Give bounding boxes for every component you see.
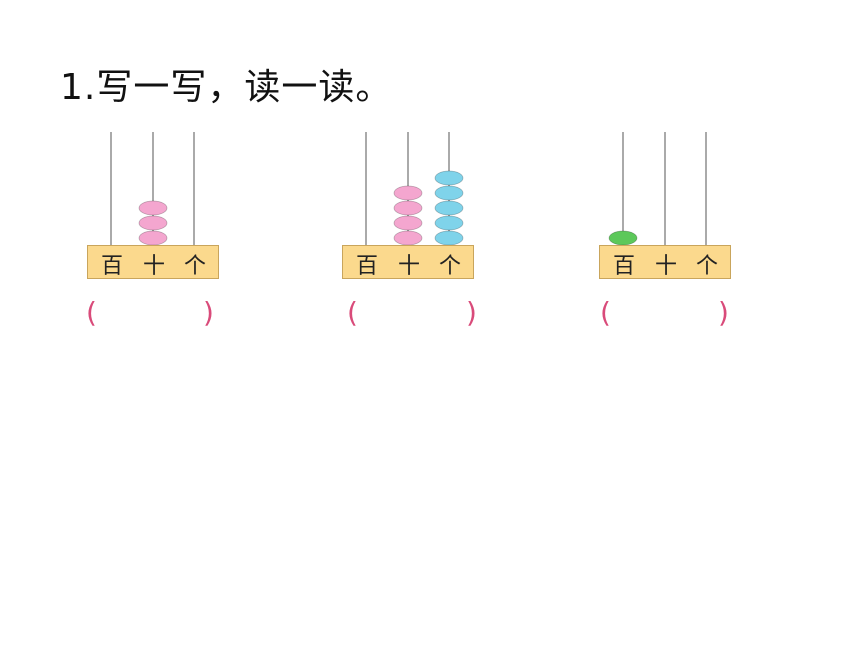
abacus-rods (608, 132, 707, 246)
exercise-title: 1.写一写，读一读。 (60, 67, 393, 108)
bead-hundreds (608, 230, 638, 246)
place-label-hundreds: 百 (355, 254, 378, 279)
abacus-3: 百十个 (599, 128, 739, 288)
bead-tens (393, 185, 423, 201)
place-label-ones: 个 (695, 254, 718, 279)
place-label-tens: 十 (654, 254, 677, 279)
place-value-base: 百十个 (87, 245, 219, 279)
abacus-rods (365, 132, 464, 246)
bead-tens (393, 230, 423, 246)
place-value-base: 百十个 (342, 245, 474, 279)
answer-blank-1-open: ( (86, 296, 97, 329)
answer-blank-3-close: ) (718, 296, 729, 329)
answer-blank-3-open: ( (600, 296, 611, 329)
bead-tens (138, 215, 168, 231)
place-label-hundreds: 百 (612, 254, 635, 279)
place-label-ones: 个 (183, 254, 206, 279)
place-label-hundreds: 百 (100, 254, 123, 279)
bead-tens (138, 230, 168, 246)
answer-blank-2-close: ) (466, 296, 477, 329)
answer-blank-1-close: ) (203, 296, 214, 329)
place-label-ones: 个 (438, 254, 461, 279)
abacus-rods (110, 132, 195, 246)
place-label-tens: 十 (397, 254, 420, 279)
bead-ones (434, 215, 464, 231)
abacus-1: 百十个 (87, 128, 227, 288)
bead-ones (434, 230, 464, 246)
place-value-base: 百十个 (599, 245, 731, 279)
bead-ones (434, 185, 464, 201)
answer-blank-2-open: ( (347, 296, 358, 329)
bead-tens (138, 200, 168, 216)
place-label-tens: 十 (142, 254, 165, 279)
bead-tens (393, 215, 423, 231)
bead-ones (434, 170, 464, 186)
bead-ones (434, 200, 464, 216)
abacus-2: 百十个 (342, 128, 482, 288)
bead-tens (393, 200, 423, 216)
